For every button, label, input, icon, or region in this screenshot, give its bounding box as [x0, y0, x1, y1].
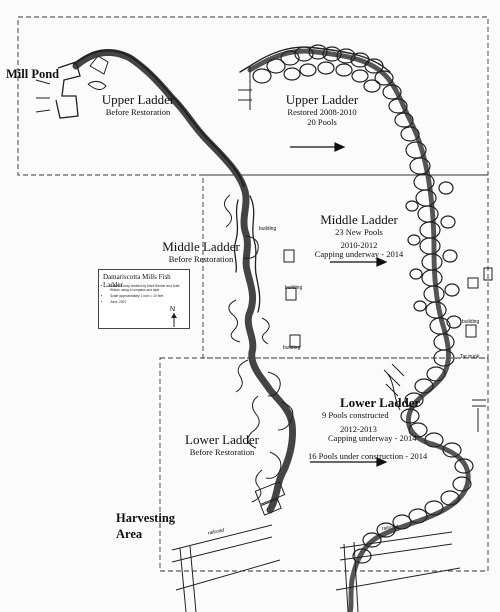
upper-before-subtitle: Before Restoration	[105, 106, 171, 117]
upper-section-box	[17, 16, 489, 176]
lower-after-line1: 9 Pools constructed	[322, 409, 389, 420]
direction-arrows	[290, 142, 388, 467]
upper-before-label: Upper Ladder Before Restoration	[88, 92, 188, 118]
middle-after-line1: 23 New Pools	[335, 226, 383, 237]
lower-before-label: Lower Ladder Before Restoration	[176, 432, 268, 458]
legend-item: Scale approximately 1 inch = 10 feet	[110, 294, 188, 298]
lower-section-box	[159, 357, 489, 572]
north-arrow-icon	[171, 313, 177, 327]
middle-after-label: Middle Ladder 23 New Pools 2010-2012 Cap…	[304, 212, 414, 260]
middle-before-label: Middle Ladder Before Restoration	[155, 239, 247, 265]
north-arrow: N	[170, 306, 177, 327]
after-ladder-channel	[239, 46, 471, 612]
upper-after-line1: Restored 2008-2010	[287, 106, 357, 117]
lower-before-subtitle: Before Restoration	[189, 446, 255, 457]
lower-after-line3: Capping underway - 2014	[328, 433, 417, 444]
tar-trunk-label: Tar trunk	[460, 354, 480, 360]
upper-after-title: Upper Ladder	[285, 92, 359, 107]
lower-after-line4: 16 Pools under construction - 2014	[308, 451, 428, 462]
lower-after-label: Lower Ladder 9 Pools constructed 2012-20…	[308, 395, 438, 462]
middle-after-line2: 2010-2012	[340, 239, 378, 250]
map-legend: Damariscotta Mills Fish Ladder A sketch …	[98, 269, 190, 329]
before-ladder-channel	[72, 48, 296, 514]
harvesting-area-label: Harvesting Area	[116, 511, 176, 542]
middle-before-title: Middle Ladder	[162, 239, 240, 254]
building-label: building	[462, 319, 480, 325]
upper-before-title: Upper Ladder	[101, 92, 175, 107]
north-label: N	[170, 306, 176, 313]
building-label: building	[283, 345, 301, 351]
middle-after-line3: Capping underway - 2014	[314, 249, 404, 260]
legend-item: A sketch map created by Mark Becker and …	[110, 284, 188, 293]
upper-after-label: Upper Ladder Restored 2008-2010 20 Pools	[272, 92, 372, 127]
building-label: building	[259, 226, 277, 232]
after-ladder-pools	[252, 44, 474, 564]
building-label: building	[285, 285, 303, 291]
legend-list: A sketch map created by Mark Becker and …	[102, 284, 188, 305]
upper-after-line2: 20 Pools	[307, 116, 337, 127]
lower-before-title: Lower Ladder	[185, 432, 259, 447]
lower-after-line2: 2012-2013	[340, 423, 377, 434]
middle-after-title: Middle Ladder	[320, 212, 398, 227]
mill-pond-label: Mill Pond	[6, 67, 60, 81]
legend-title: Damariscotta Mills Fish Ladder	[103, 273, 171, 289]
after-ladder-details	[238, 66, 493, 612]
lower-after-title: Lower Ladder	[340, 395, 421, 410]
legend-item: June, 2007	[110, 300, 188, 304]
middle-before-subtitle: Before Restoration	[168, 253, 234, 264]
before-ladder-details	[35, 55, 294, 612]
